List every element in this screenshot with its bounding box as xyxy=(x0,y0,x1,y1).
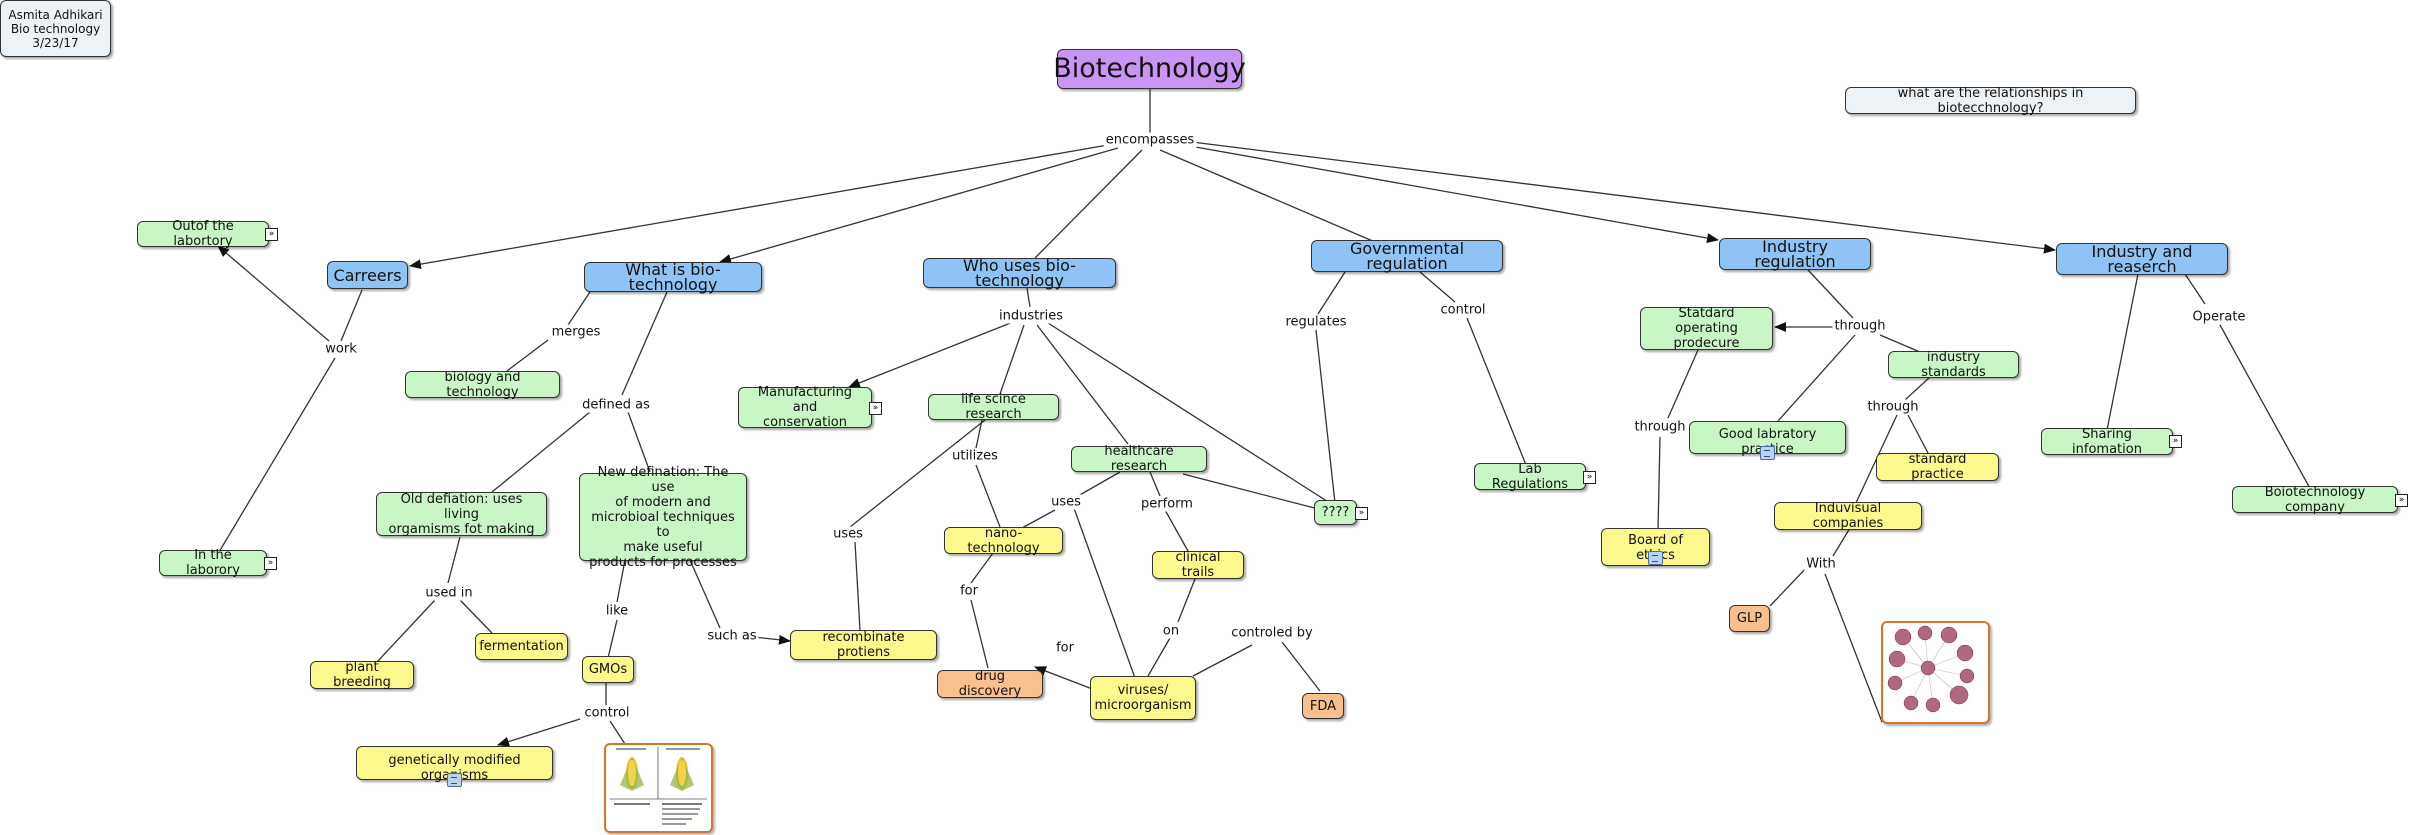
link-label-through: through xyxy=(1632,419,1688,435)
industry-standards-node[interactable]: industry standards xyxy=(1888,350,2019,380)
biotech-company-node[interactable]: Boiotechnology company xyxy=(2232,485,2398,515)
bubble-diagram-picture xyxy=(1887,625,1975,713)
link-label-with: With xyxy=(1804,556,1838,572)
governmental-regulation-node[interactable]: Governmental regulation xyxy=(1311,240,1503,272)
link-label-operate: Operate xyxy=(2190,309,2248,325)
link-label-industries: industries xyxy=(997,308,1065,324)
viruses-node[interactable]: viruses/ microorganism xyxy=(1090,676,1196,720)
link-label-through: through xyxy=(1865,399,1921,415)
sharing-information-node[interactable]: Sharing infomation xyxy=(2041,427,2173,457)
glp-node[interactable]: GLP xyxy=(1729,605,1770,632)
double-chevron-right-icon[interactable]: » xyxy=(1583,471,1596,484)
clinical-trials-node[interactable]: clinical trails xyxy=(1152,550,1244,580)
drug-discovery-node[interactable]: drug discovery xyxy=(937,669,1043,699)
new-definition-node[interactable]: New defination: The use of modern and mi… xyxy=(579,465,747,570)
nano-technology-node[interactable]: nano-technology xyxy=(944,526,1063,556)
gmos-node[interactable]: GMOs xyxy=(582,656,634,683)
double-chevron-right-icon[interactable]: » xyxy=(2395,494,2408,507)
double-chevron-right-icon[interactable]: » xyxy=(2169,435,2182,448)
link-label-perform: perform xyxy=(1139,496,1195,512)
industry-research-node[interactable]: Industry and reaserch xyxy=(2056,243,2228,275)
resource-list-icon[interactable] xyxy=(1648,551,1663,565)
biotechnology-root[interactable]: Biotechnology xyxy=(1053,49,1246,89)
biology-technology-node[interactable]: biology and technology xyxy=(405,370,560,400)
sop-node[interactable]: Statdard operating prodecure xyxy=(1640,306,1773,351)
link-label-uses: uses xyxy=(1049,494,1083,510)
who-uses-biotech-node[interactable]: Who uses bio-technology xyxy=(923,258,1116,289)
manufacturing-node[interactable]: Manufacturing and conservation xyxy=(738,385,872,430)
link-label-through: through xyxy=(1832,318,1888,334)
link-label-control: control xyxy=(582,705,632,721)
old-definition-node[interactable]: Old defiation: uses living orgamisms fot… xyxy=(376,492,547,537)
link-label-on: on xyxy=(1160,623,1182,639)
focus-question: what are the relationships in biotecchno… xyxy=(1845,86,2136,116)
recombinant-proteins-node[interactable]: recombinate protiens xyxy=(790,630,937,660)
fda-node[interactable]: FDA xyxy=(1302,693,1344,719)
link-label-used-in: used in xyxy=(423,585,475,601)
resource-list-icon[interactable] xyxy=(1760,446,1775,460)
industry-regulation-node[interactable]: Industry regulation xyxy=(1719,238,1871,270)
double-chevron-right-icon[interactable]: » xyxy=(869,402,882,415)
link-label-merges: merges xyxy=(549,324,603,340)
link-label-for: for xyxy=(958,583,980,599)
link-label-such-as: such as xyxy=(705,628,759,644)
link-label-defined-as: defined as xyxy=(580,397,652,413)
fermentation-node[interactable]: fermentation xyxy=(475,633,568,660)
life-science-research-node[interactable]: life scince research xyxy=(928,392,1059,422)
link-label-utilizes: utilizes xyxy=(950,448,1000,464)
author-note: Asmita Adhikari Bio technology 3/23/17 xyxy=(0,0,111,57)
standard-practice-node[interactable]: standard practice xyxy=(1876,452,1999,482)
what-is-biotech-node[interactable]: What is bio-technology xyxy=(584,262,762,293)
careers-node[interactable]: Carreers xyxy=(327,261,408,289)
question-marks-node[interactable]: ???? xyxy=(1314,500,1357,525)
gmo-corn-image[interactable] xyxy=(604,743,713,833)
corn-comparison-picture xyxy=(610,747,707,825)
double-chevron-right-icon[interactable]: » xyxy=(264,557,277,570)
double-chevron-right-icon[interactable]: » xyxy=(265,228,278,241)
link-label-uses: uses xyxy=(831,526,865,542)
link-label-encompasses: encompasses xyxy=(1103,132,1197,148)
link-label-control: control xyxy=(1438,302,1488,318)
link-label-for: for xyxy=(1054,640,1076,656)
double-chevron-right-icon[interactable]: » xyxy=(1355,507,1368,520)
link-label-regulates: regulates xyxy=(1283,314,1349,330)
lab-regulations-node[interactable]: Lab Regulations xyxy=(1474,462,1586,492)
healthcare-research-node[interactable]: healthcare research xyxy=(1071,444,1207,474)
link-label-work: work xyxy=(323,341,359,357)
link-label-like: like xyxy=(603,603,631,619)
plant-breeding-node[interactable]: plant breeding xyxy=(310,660,414,690)
industry-diagram-image[interactable] xyxy=(1881,621,1990,724)
individual-companies-node[interactable]: Induvisual companies xyxy=(1774,501,1922,531)
out-of-laboratory-node[interactable]: Outof the labortory xyxy=(137,219,269,249)
link-label-controlled-by: controled by xyxy=(1229,625,1315,641)
in-laboratory-node[interactable]: In the laborory xyxy=(159,548,267,578)
resource-list-icon[interactable] xyxy=(447,773,462,787)
